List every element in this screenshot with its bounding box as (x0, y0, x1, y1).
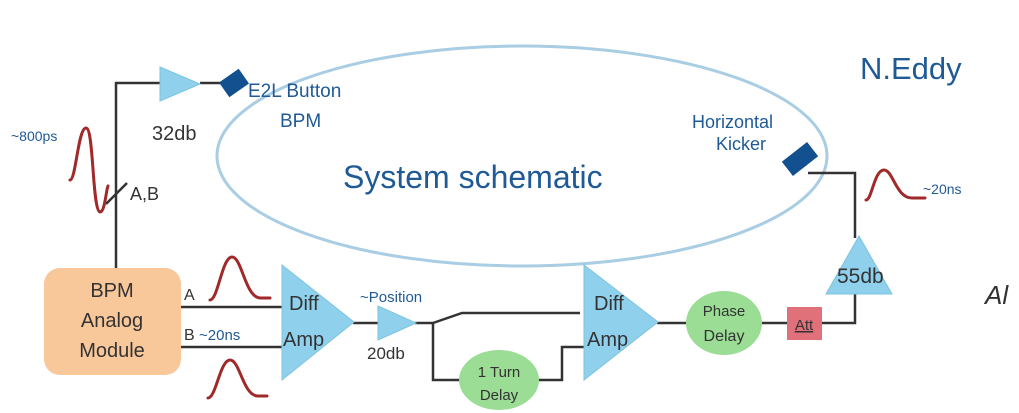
diff-amp-2-line1: Diff (594, 293, 624, 315)
diff-amp-1-line2: Amp (283, 329, 324, 351)
diff-amp-1-line1: Diff (289, 293, 319, 315)
amp-55db (825, 234, 893, 295)
kicker-icon (781, 142, 819, 176)
amp-32db (159, 66, 202, 102)
wires (105, 81, 857, 382)
kicker-label: Kicker (716, 134, 766, 154)
button-bpm-icon (219, 68, 249, 98)
attenuator (787, 307, 822, 340)
cut-off-text: Al (983, 280, 1009, 310)
pulse-b (206, 358, 269, 400)
phase-delay-line2: Delay (704, 328, 745, 345)
gain-20db-label: 20db (367, 344, 405, 363)
port-a-label: A (184, 287, 195, 304)
position-label: ~Position (360, 289, 422, 306)
phase-delay (686, 291, 762, 355)
bundle-tick (105, 182, 128, 205)
wire-bpm-to-32db (114, 81, 160, 270)
author-label: N.Eddy (860, 51, 962, 86)
wire-delay-out (538, 345, 584, 382)
diagram-title: System schematic (343, 159, 603, 195)
att-label: Att (795, 317, 814, 334)
e2l-label-line2: BPM (280, 111, 321, 132)
pulses (68, 126, 927, 400)
amp-20db (377, 305, 418, 341)
pulse-20ns-right-label: ~20ns (923, 181, 962, 197)
ring (215, 44, 829, 268)
one-turn-delay-line2: Delay (480, 387, 519, 404)
diff-amp-1 (281, 263, 355, 382)
diff-amp-2 (583, 263, 659, 382)
wire-lower-path (431, 323, 460, 382)
wire-kicker-to-55db (808, 171, 857, 238)
bpm-module-line1: BPM (90, 280, 133, 302)
one-turn-delay (459, 350, 539, 410)
pulse-20ns-left-label: ~20ns (199, 327, 240, 344)
port-b-label: B (184, 327, 195, 344)
wire-55db-to-att (822, 292, 857, 325)
e2l-label-line1: E2L Button (248, 81, 341, 102)
bpm-module-line2: Analog (81, 310, 143, 332)
pulse-800ps (68, 126, 110, 214)
pulse-20ns-right (864, 168, 927, 202)
wire-upper-path (432, 311, 580, 325)
gain-55db-label: 55db (837, 265, 884, 288)
pulse-800ps-label: ~800ps (11, 128, 57, 144)
ab-bundle-label: A,B (130, 184, 159, 204)
horizontal-label: Horizontal (692, 112, 773, 132)
bpm-analog-module (44, 268, 181, 375)
bpm-module-line3: Module (79, 340, 145, 362)
phase-delay-line1: Phase (703, 303, 746, 320)
diff-amp-2-line2: Amp (587, 329, 628, 351)
pulse-a (208, 255, 272, 302)
one-turn-delay-line1: 1 Turn (478, 364, 521, 381)
gain-32db-label: 32db (152, 123, 197, 145)
